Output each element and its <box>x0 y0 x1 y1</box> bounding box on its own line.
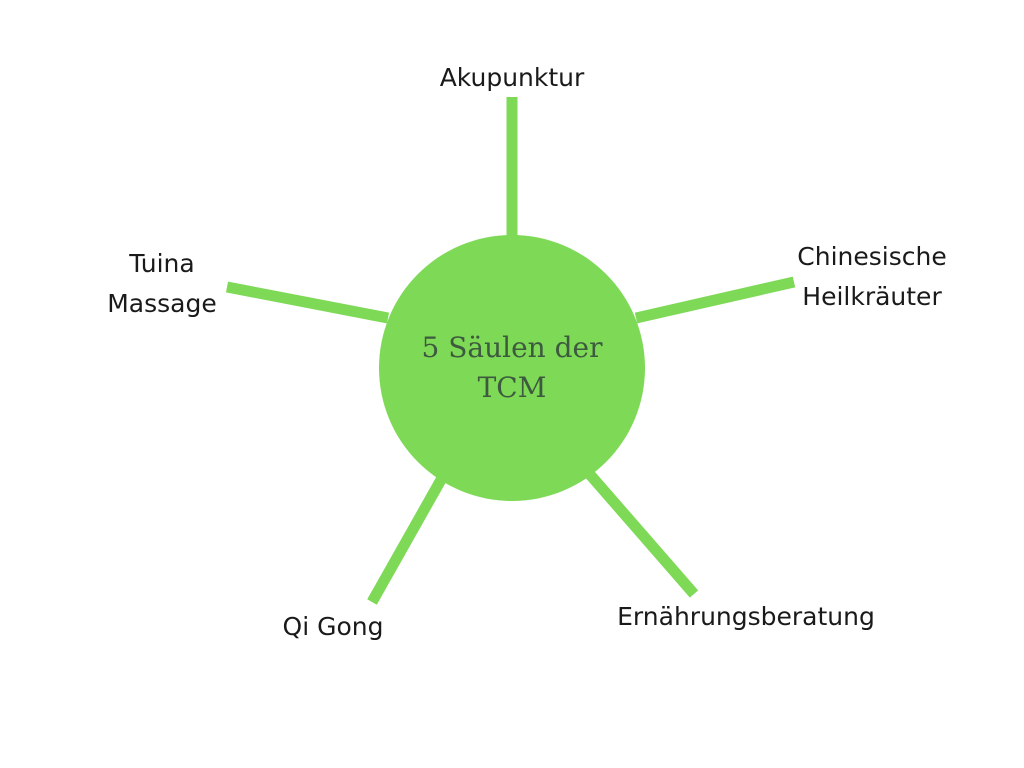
spoke-ernaehrung <box>581 466 699 598</box>
center-title-line-1: 5 Säulen der <box>421 331 603 364</box>
spoke-kraeuter <box>634 276 796 324</box>
pillar-label-akupunktur: Akupunktur <box>412 58 612 98</box>
pillar-label-kraeuter-line-2: Heilkräuter <box>802 282 942 311</box>
pillar-label-tuina-line-1: Tuina <box>129 249 195 278</box>
spoke-tuina <box>225 281 390 324</box>
pillar-label-kraeuter: Chinesische Heilkräuter <box>772 237 972 317</box>
pillar-label-akupunktur-line-1: Akupunktur <box>439 63 585 92</box>
pillar-label-qigong-line-1: Qi Gong <box>282 612 384 641</box>
pillar-label-tuina-line-2: Massage <box>107 289 217 318</box>
pillar-label-qigong: Qi Gong <box>253 607 413 647</box>
center-title-line-2: TCM <box>477 371 547 404</box>
pillar-label-kraeuter-line-1: Chinesische <box>797 242 947 271</box>
center-circle <box>379 235 645 501</box>
pillar-label-ernaehrung: Ernährungsberatung <box>596 597 896 637</box>
pillar-label-ernaehrung-line-1: Ernährungsberatung <box>617 602 875 631</box>
center-title: 5 Säulen der TCM <box>392 328 632 408</box>
pillar-label-tuina: Tuina Massage <box>82 244 242 324</box>
spoke-qigong <box>367 475 447 605</box>
